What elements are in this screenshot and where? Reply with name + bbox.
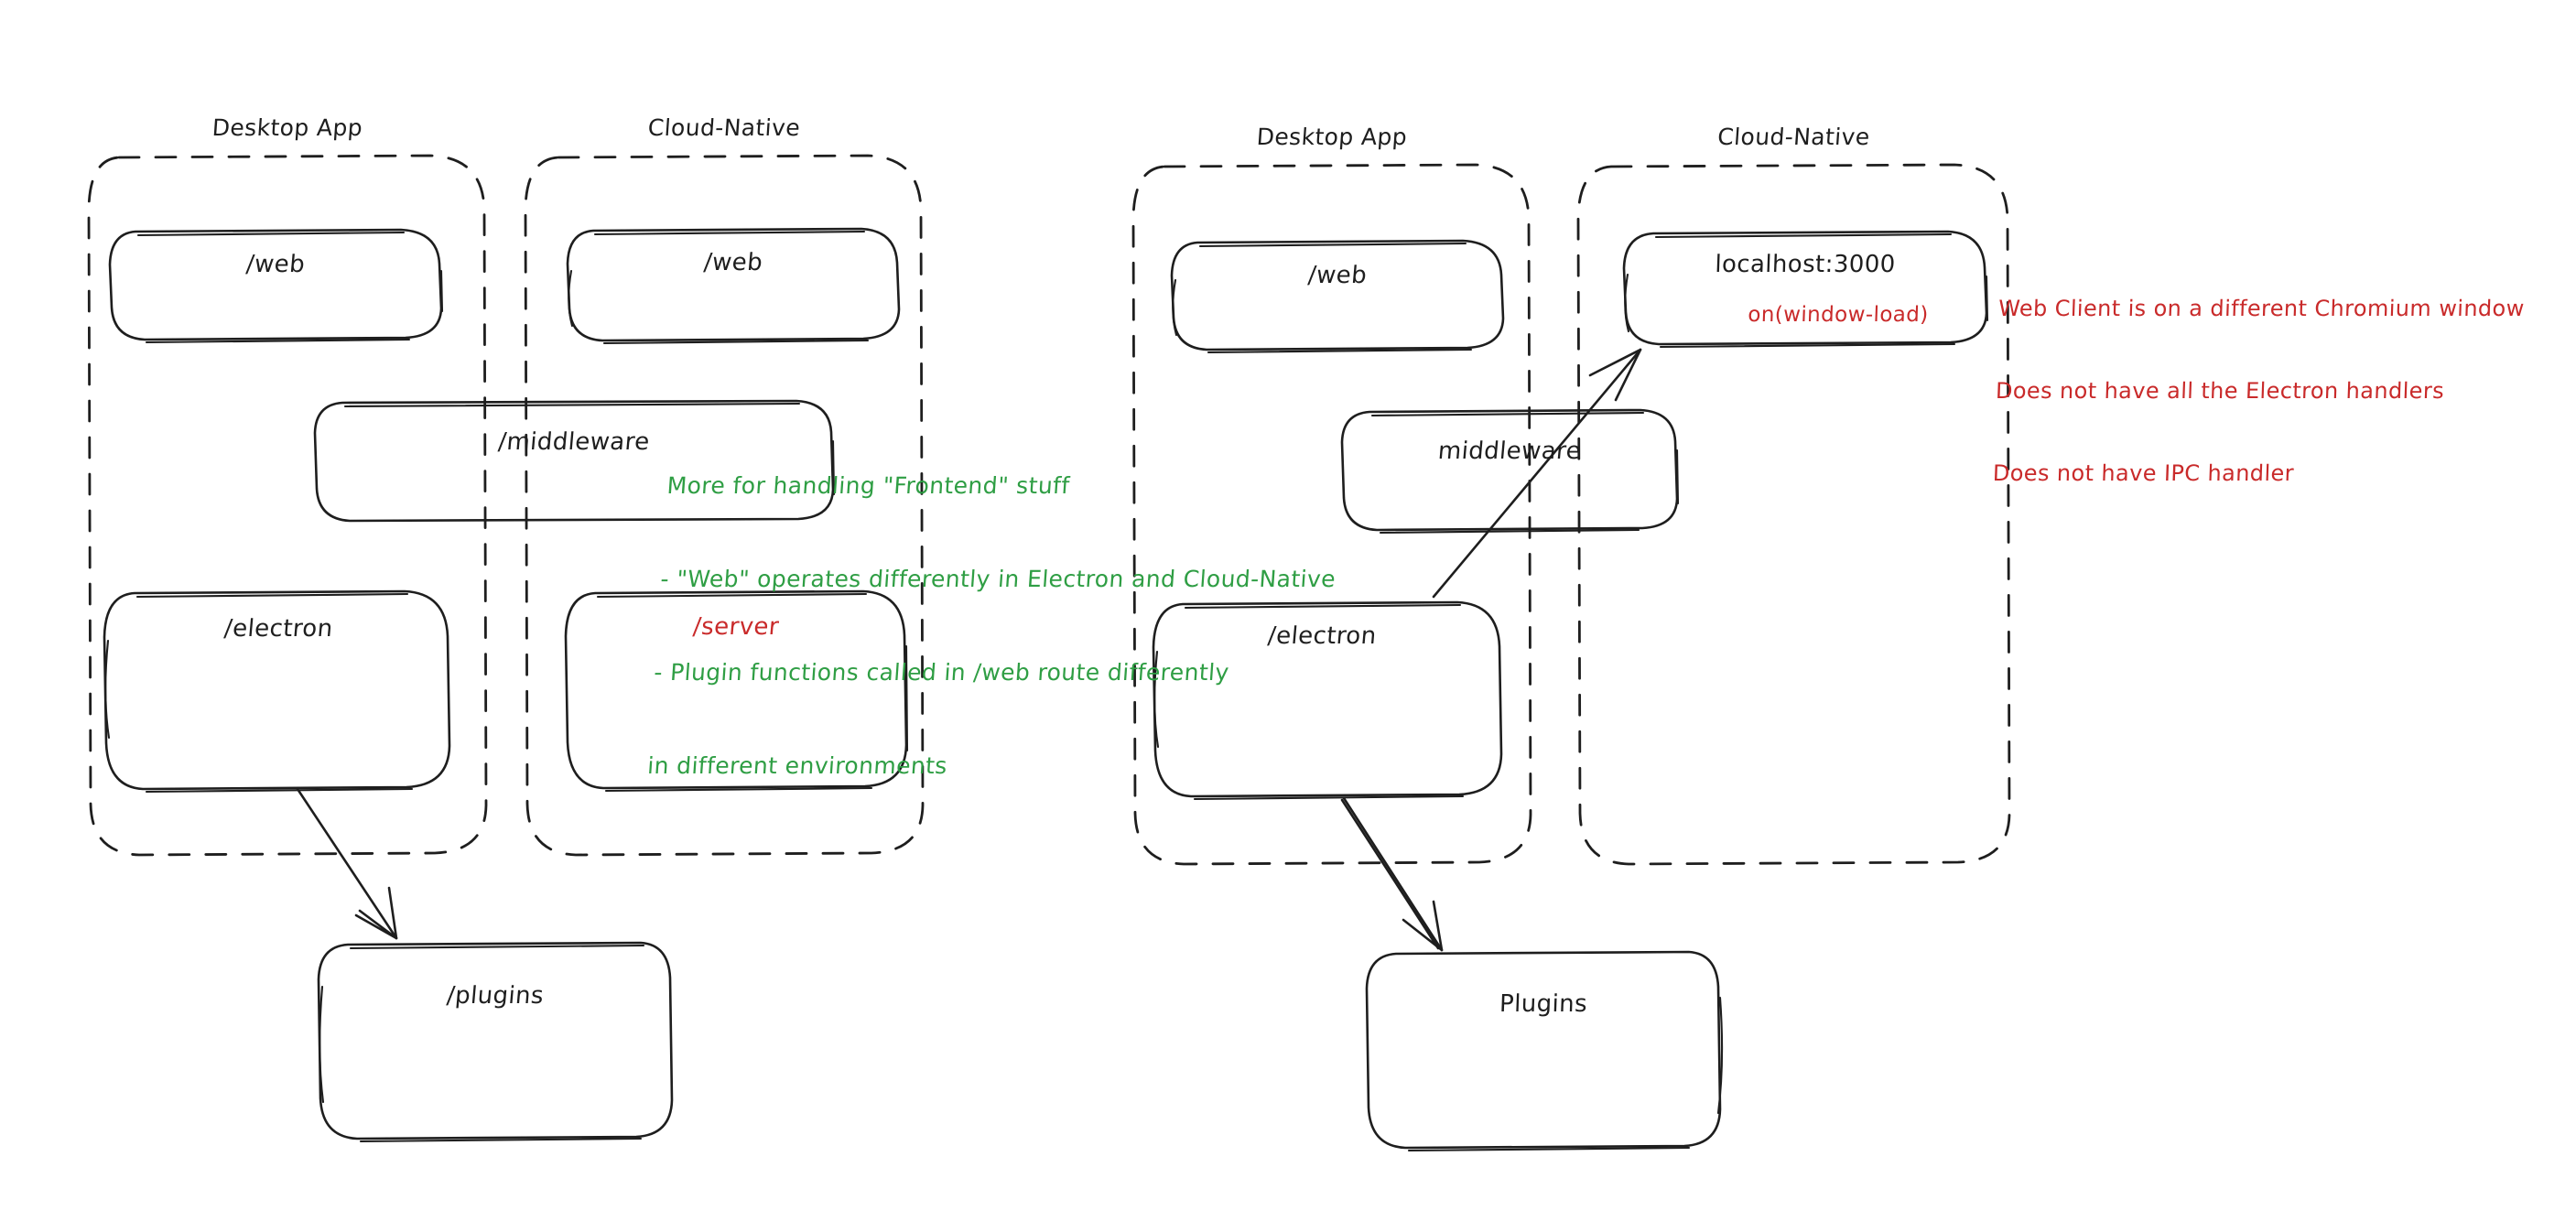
node-label-plugins-right: Plugins xyxy=(1499,990,1588,1018)
note-green-line-1: More for handling "Frontend" stuff xyxy=(666,472,1071,499)
group-outline-desktop-app-right xyxy=(1131,163,1532,866)
node-web-cloud-left xyxy=(566,227,901,345)
node-server-left xyxy=(564,589,909,793)
note-red-line-1: Web Client is on a different Chromium wi… xyxy=(1997,296,2526,321)
node-label-plugins-left: /plugins xyxy=(445,982,546,1010)
node-electron-right xyxy=(1152,600,1503,801)
node-label-web-cloud-left: /web xyxy=(702,249,764,276)
group-outline-cloud-native-right xyxy=(1576,163,2011,866)
node-label-localhost-3000: localhost:3000 xyxy=(1714,251,1897,278)
node-web-desktop-left xyxy=(108,228,444,344)
note-red-annotation: Web Client is on a different Chromium wi… xyxy=(1990,240,2527,542)
node-label-electron-left: /electron xyxy=(222,615,334,643)
note-green-line-2: - "Web" operates differently in Electron… xyxy=(659,566,1337,592)
arrow-electron-to-localhost-right xyxy=(1432,348,1642,599)
group-label-desktop-app-left: Desktop App xyxy=(211,114,364,141)
group-label-cloud-native-right: Cloud-Native xyxy=(1716,124,1871,150)
group-outline-desktop-app-left xyxy=(87,154,488,857)
node-label-web-desktop-right: /web xyxy=(1306,262,1369,289)
note-red-line-2: Does not have all the Electron handlers xyxy=(1995,378,2445,404)
node-label-web-desktop-left: /web xyxy=(244,251,307,278)
node-label-on-window-load: on(window-load) xyxy=(1747,303,1930,327)
note-green-annotation: More for handling "Frontend" stuff - "We… xyxy=(642,408,1348,844)
note-red-line-3: Does not have IPC handler xyxy=(1992,460,2295,486)
group-label-desktop-app-right: Desktop App xyxy=(1255,124,1409,150)
node-localhost-3000-right xyxy=(1622,230,1989,349)
arrow-electron-to-plugins-right xyxy=(1340,796,1444,952)
group-label-cloud-native-left: Cloud-Native xyxy=(646,114,802,141)
node-plugins-right xyxy=(1365,950,1724,1152)
arrow-electron-to-plugins-left xyxy=(296,787,398,940)
node-label-middleware-right: middleware xyxy=(1436,438,1583,465)
node-web-desktop-right xyxy=(1170,239,1505,354)
node-plugins-left xyxy=(317,941,674,1143)
note-green-line-3: - Plugin functions called in /web route … xyxy=(653,659,1230,686)
node-middleware-right xyxy=(1340,408,1680,535)
node-middleware-left xyxy=(313,399,836,523)
node-label-electron-right: /electron xyxy=(1266,622,1378,650)
note-green-line-4: in different environments xyxy=(646,752,948,779)
node-electron-left xyxy=(103,589,451,794)
group-outline-cloud-native-left xyxy=(524,154,925,857)
